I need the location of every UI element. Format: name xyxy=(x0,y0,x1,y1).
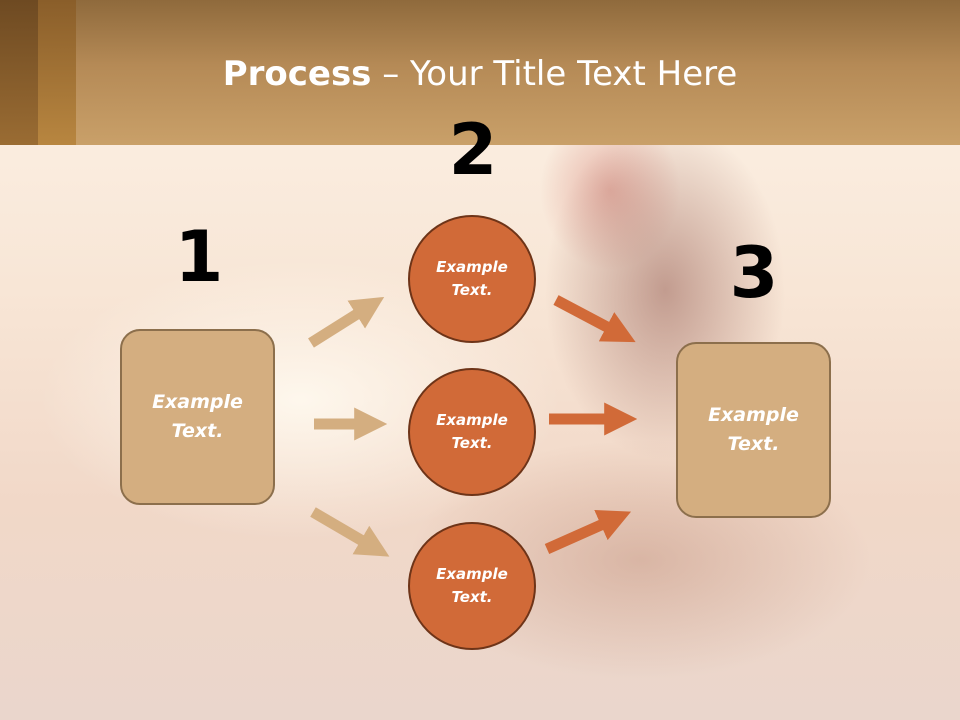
slide-title: Process – Your Title Text Here xyxy=(0,52,960,96)
arrow-1-to-2-bottom xyxy=(310,507,390,557)
arrow-2-bottom-to-3 xyxy=(544,509,632,555)
step-3-box[interactable]: Example Text. xyxy=(676,342,831,518)
step-2-text: Example Text. xyxy=(436,258,508,299)
step-2-text: Example Text. xyxy=(436,411,508,452)
title-bar xyxy=(0,0,960,145)
step-1-text: Example Text. xyxy=(152,391,243,442)
step-2-circle[interactable]: Example Text. xyxy=(408,522,536,650)
step-2-text: Example Text. xyxy=(436,565,508,606)
header-accent-stripe xyxy=(0,0,38,145)
step-3-text: Example Text. xyxy=(708,404,799,455)
title-rest: – Your Title Text Here xyxy=(371,54,738,94)
step-2-circle[interactable]: Example Text. xyxy=(408,368,536,496)
header-accent-stripe xyxy=(38,0,76,145)
step-2-circle[interactable]: Example Text. xyxy=(408,215,536,343)
title-bold: Process xyxy=(222,54,372,94)
step-3-number: 3 xyxy=(729,232,779,314)
arrow-2-top-to-3 xyxy=(553,295,636,343)
step-1-number: 1 xyxy=(174,216,224,298)
step-1-box[interactable]: Example Text. xyxy=(120,329,275,505)
arrow-1-to-2-top xyxy=(308,296,385,348)
step-2-number: 2 xyxy=(448,109,498,191)
